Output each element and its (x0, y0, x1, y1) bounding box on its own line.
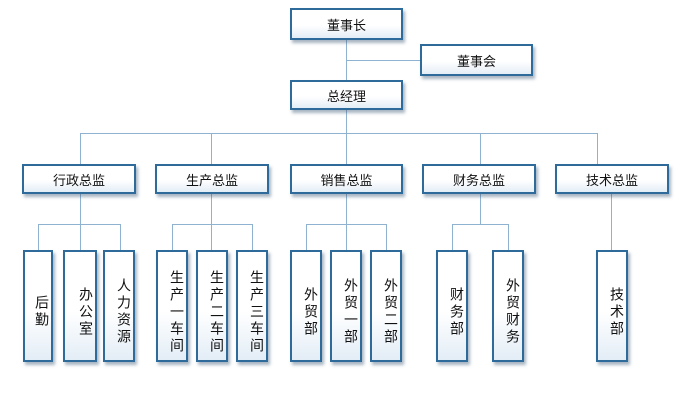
connector-sales-down (346, 194, 347, 224)
connector-trade2 (386, 224, 387, 250)
admin-director-node[interactable]: 行政总监 (22, 164, 136, 194)
connector-workshop2 (211, 224, 212, 250)
dept-finance[interactable]: 财务部 (436, 250, 468, 362)
connector-trade (306, 224, 307, 250)
dept-logistics[interactable]: 后勤 (23, 250, 53, 362)
connector-tech-down (611, 194, 612, 250)
connector-workshop3 (252, 224, 253, 250)
dept-workshop3[interactable]: 生产三车间 (236, 250, 268, 362)
dept-workshop1[interactable]: 生产一车间 (156, 250, 188, 362)
connector-gm-down (346, 110, 347, 133)
connector-directors-bus (80, 133, 597, 134)
connector-logistics (38, 224, 39, 250)
connector-finance-down (480, 194, 481, 224)
connector-production-bus (172, 224, 252, 225)
dept-office[interactable]: 办公室 (63, 250, 97, 362)
connector-finance (480, 133, 481, 165)
gm-node[interactable]: 总经理 (290, 80, 403, 110)
finance-director-node[interactable]: 财务总监 (422, 164, 536, 194)
production-director-node[interactable]: 生产总监 (155, 164, 269, 194)
connector-tech (597, 133, 598, 165)
dept-hr[interactable]: 人力资源 (103, 250, 135, 362)
connector-hr (120, 224, 121, 250)
connector-production (211, 133, 212, 165)
dept-workshop2[interactable]: 生产二车间 (196, 250, 228, 362)
dept-trade-finance[interactable]: 外贸财务 (492, 250, 524, 362)
connector-board (346, 60, 420, 61)
sales-director-node[interactable]: 销售总监 (290, 164, 403, 194)
connector-production-down (211, 194, 212, 224)
chairman-node[interactable]: 董事长 (290, 8, 403, 40)
dept-tech[interactable]: 技术部 (596, 250, 628, 362)
tech-director-node[interactable]: 技术总监 (555, 164, 669, 194)
dept-trade1[interactable]: 外贸一部 (330, 250, 362, 362)
connector-finance-bus (452, 224, 508, 225)
connector-workshop1 (172, 224, 173, 250)
connector-trade1 (346, 224, 347, 250)
connector-admin-bus (38, 224, 120, 225)
connector-admin-down (80, 194, 81, 224)
connector-finance-dept (452, 224, 453, 250)
dept-trade2[interactable]: 外贸二部 (370, 250, 402, 362)
board-node[interactable]: 董事会 (420, 44, 533, 76)
dept-trade[interactable]: 外贸部 (290, 250, 322, 362)
connector-admin (80, 133, 81, 165)
connector-trade-finance (508, 224, 509, 250)
connector-sales (346, 133, 347, 165)
connector-office (80, 224, 81, 250)
